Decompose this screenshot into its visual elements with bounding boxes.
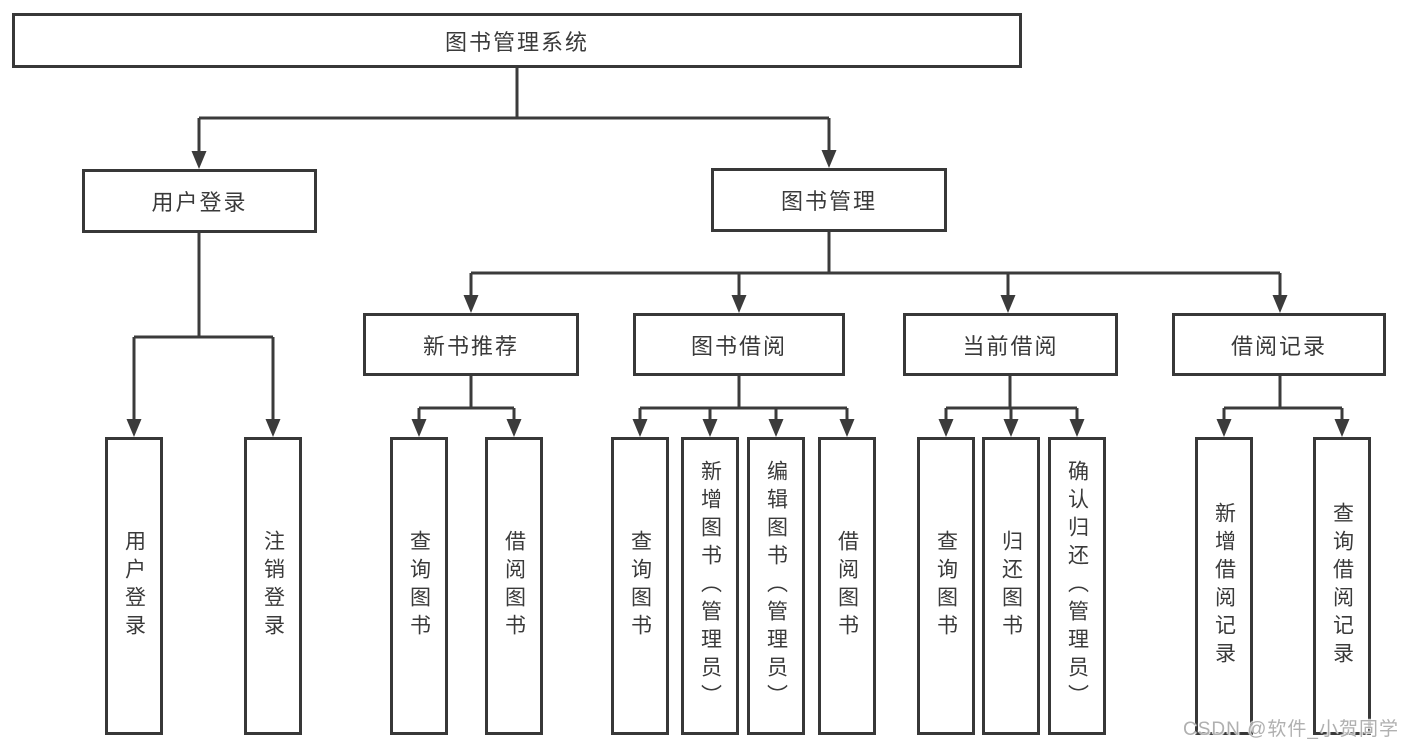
leaf-return-book: 归还图书 (982, 437, 1040, 735)
leaf-query-book-3: 查询图书 (917, 437, 975, 735)
node-book-management-label: 图书管理 (780, 189, 877, 214)
node-book-management: 图书管理 (711, 168, 947, 232)
leaf-query-book-3-label: 查询图书 (934, 530, 958, 642)
leaf-confirm-return-admin: 确认归还（管理员） (1048, 437, 1106, 735)
leaf-add-book-admin-label: 新增图书（管理员） (698, 460, 722, 712)
node-current-borrow-label: 当前借阅 (962, 333, 1059, 359)
node-root: 图书管理系统 (12, 13, 1022, 68)
node-new-book-recommend: 新书推荐 (363, 313, 579, 376)
leaf-confirm-return-admin-label: 确认归还（管理员） (1065, 460, 1089, 712)
node-new-book-recommend-label: 新书推荐 (422, 333, 519, 359)
node-book-borrow: 图书借阅 (633, 313, 845, 376)
leaf-query-book-1: 查询图书 (390, 437, 448, 735)
leaf-query-book-2-label: 查询图书 (628, 530, 652, 642)
leaf-borrow-book-1-label: 借阅图书 (502, 530, 526, 642)
leaf-query-book-1-label: 查询图书 (407, 530, 431, 642)
node-borrow-record-label: 借阅记录 (1230, 333, 1327, 359)
leaf-edit-book-admin: 编辑图书（管理员） (747, 437, 805, 735)
node-current-borrow: 当前借阅 (903, 313, 1118, 376)
leaf-add-borrow-record: 新增借阅记录 (1195, 437, 1253, 735)
node-root-label: 图书管理系统 (444, 29, 589, 55)
arrowheads (126, 150, 1350, 437)
node-user-login-label: 用户登录 (151, 190, 248, 215)
leaf-query-borrow-record-label: 查询借阅记录 (1330, 502, 1354, 670)
leaf-logout-label: 注销登录 (261, 530, 285, 642)
node-user-login: 用户登录 (82, 169, 317, 233)
node-borrow-record: 借阅记录 (1172, 313, 1386, 376)
leaf-borrow-book-2-label: 借阅图书 (835, 530, 859, 642)
leaf-query-book-2: 查询图书 (611, 437, 669, 735)
leaf-add-book-admin: 新增图书（管理员） (681, 437, 739, 735)
leaf-query-borrow-record: 查询借阅记录 (1313, 437, 1371, 735)
leaf-user-login: 用户登录 (105, 437, 163, 735)
leaf-borrow-book-2: 借阅图书 (818, 437, 876, 735)
watermark: CSDN @软件_小贺同学 (1183, 719, 1399, 740)
leaf-borrow-book-1: 借阅图书 (485, 437, 543, 735)
node-book-borrow-label: 图书借阅 (690, 333, 787, 359)
leaf-logout: 注销登录 (244, 437, 302, 735)
leaf-user-login-label: 用户登录 (122, 530, 146, 642)
leaf-add-borrow-record-label: 新增借阅记录 (1212, 502, 1236, 670)
leaf-edit-book-admin-label: 编辑图书（管理员） (764, 460, 788, 712)
leaf-return-book-label: 归还图书 (999, 530, 1023, 642)
